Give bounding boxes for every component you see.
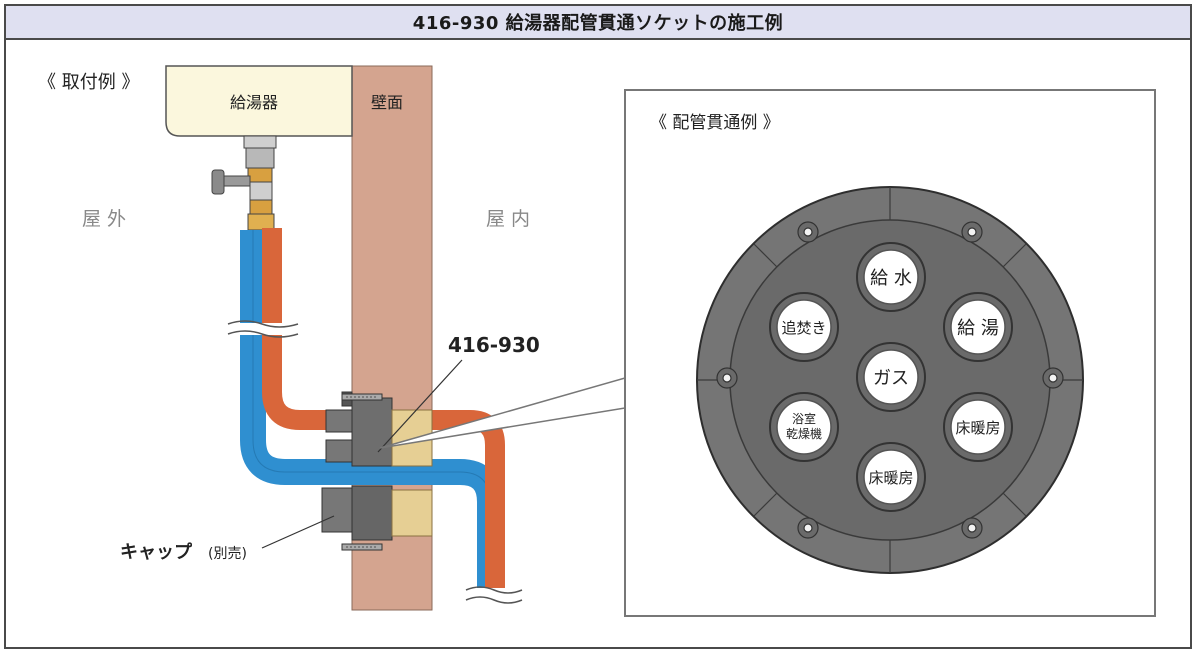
page-title: 416-930 給湯器配管貫通ソケットの施工例 (412, 13, 784, 34)
hole-gas: ガス (856, 342, 926, 412)
product-code-leader (377, 359, 463, 453)
water-heater-label: 給湯器 (230, 93, 278, 112)
outdoor-label: 屋 外 (82, 208, 126, 230)
pipe-break-mark-bottom (465, 586, 523, 604)
hole-hot-water-supply: 給 湯 (943, 292, 1013, 362)
install-example-heading: 《 取付例 》 (38, 72, 139, 93)
cap-label: キャップ (120, 541, 193, 563)
valve-fittings (243, 135, 277, 231)
pipe-break-mark-top (227, 320, 299, 338)
hole-label-bath-dryer-line2: 乾燥機 (786, 426, 822, 441)
cap (321, 485, 433, 541)
hole-label-gas: ガス (873, 368, 909, 389)
hole-label-hot-water-supply: 給 湯 (957, 318, 999, 339)
hole-label-floor-heating-right: 床暖房 (955, 419, 1000, 437)
title-bar: 416-930 給湯器配管貫通ソケットの施工例 (6, 6, 1190, 40)
cap-note: (別売) (208, 546, 247, 562)
product-code-label: 416-930 (448, 333, 540, 357)
cap-leader (261, 515, 335, 549)
water-heater (165, 65, 353, 137)
hole-floor-heating-right: 床暖房 (943, 392, 1013, 462)
hole-water-supply: 給 水 (856, 242, 926, 312)
screw-bottom (341, 543, 383, 551)
wall-surface-label: 壁面 (371, 93, 403, 112)
hole-floor-heating-bottom: 床暖房 (856, 442, 926, 512)
hole-label-reheating: 追焚き (781, 319, 826, 337)
screw-top (341, 393, 383, 401)
diagram-frame: 416-930 給湯器配管貫通ソケットの施工例 (4, 4, 1192, 649)
indoor-label: 屋 内 (486, 208, 530, 230)
piping-example-heading: 《 配管貫通例 》 (650, 113, 780, 133)
hole-label-water-supply: 給 水 (870, 268, 912, 289)
valve-handle-icon (211, 169, 251, 195)
hole-label-floor-heating-bottom: 床暖房 (868, 469, 913, 487)
hole-label-bath-dryer-line1: 浴室 (792, 411, 816, 426)
hole-reheating: 追焚き (769, 292, 839, 362)
hole-bath-dryer: 浴室 乾燥機 (769, 392, 839, 462)
